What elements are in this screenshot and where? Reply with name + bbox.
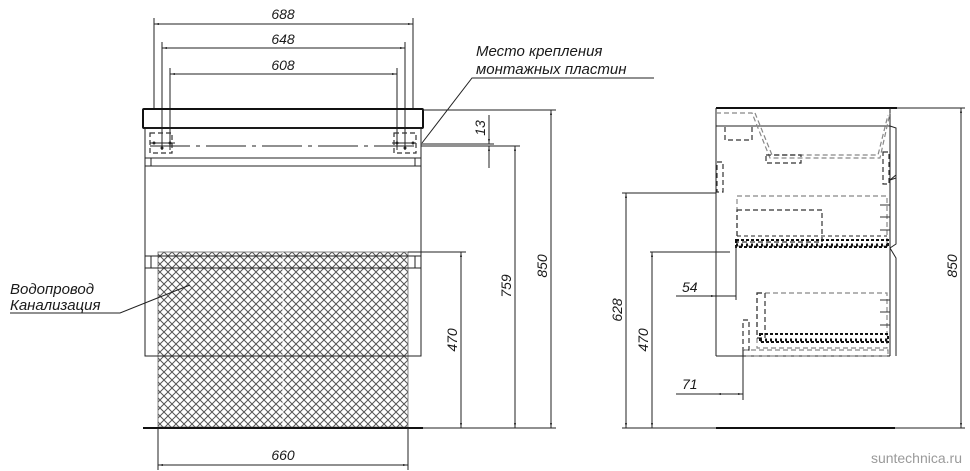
side-view <box>622 107 965 429</box>
dim-13: 13 <box>472 120 488 136</box>
dim-850-front: 850 <box>534 254 550 278</box>
dim-608: 608 <box>271 57 295 73</box>
callout-mounting-plates-2: монтажных пластин <box>476 61 626 78</box>
dim-688: 688 <box>271 6 295 22</box>
dim-660: 660 <box>271 447 295 463</box>
dim-470-front: 470 <box>444 328 460 352</box>
callout-plumbing-1: Водопровод <box>10 281 94 298</box>
dim-470-side: 470 <box>635 328 651 352</box>
dim-850-side: 850 <box>944 254 960 278</box>
front-view <box>10 18 654 470</box>
dim-71: 71 <box>682 376 698 392</box>
watermark: suntechnica.ru <box>871 450 962 466</box>
dim-628: 628 <box>609 298 625 322</box>
dim-759: 759 <box>498 274 514 298</box>
dim-54: 54 <box>682 279 698 295</box>
callout-plumbing-2: Канализация <box>10 297 101 314</box>
callout-mounting-plates-1: Место крепления <box>476 43 602 60</box>
dim-648: 648 <box>271 31 295 47</box>
